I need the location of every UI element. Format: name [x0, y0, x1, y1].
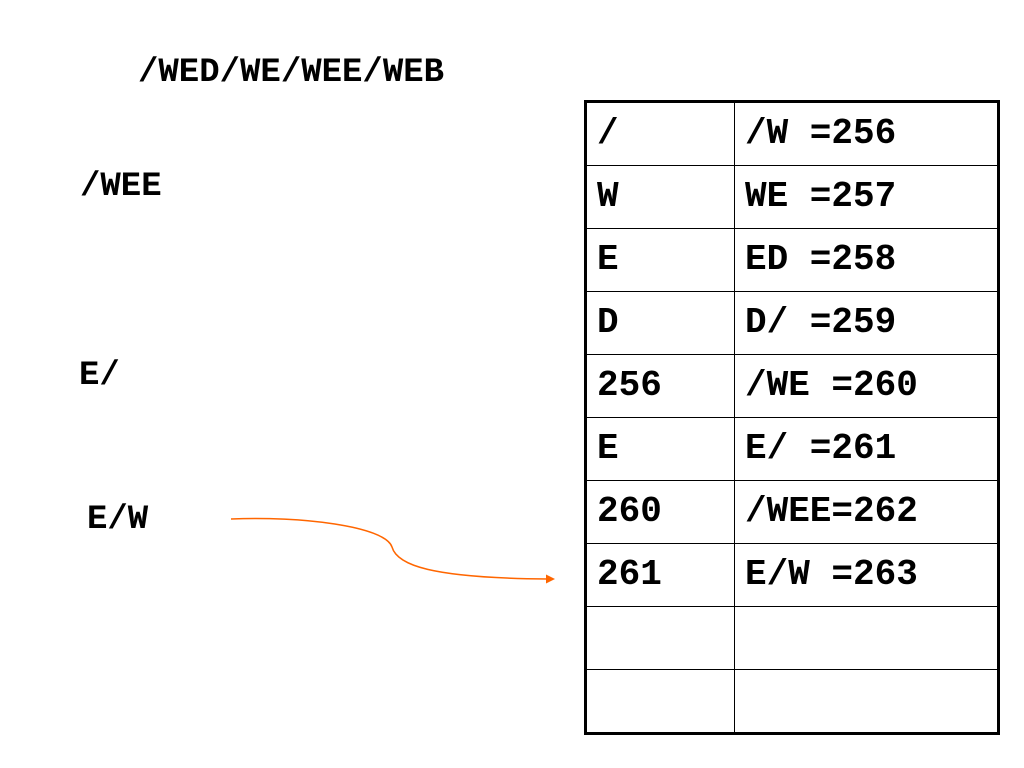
- dictionary-entry-cell: D/ =259: [734, 291, 999, 355]
- table-row: 260 /WEE=262: [585, 480, 999, 544]
- dictionary-entry-cell: E/W =263: [734, 543, 999, 607]
- output-cell: 256: [585, 354, 735, 418]
- current-string-step-2: E/: [79, 357, 120, 395]
- output-cell: [585, 669, 735, 734]
- table-row: / /W =256: [585, 101, 999, 166]
- dictionary-entry-cell: [734, 606, 999, 670]
- arrow-head-icon: [546, 574, 555, 584]
- dictionary-entry-cell: /WEE=262: [734, 480, 999, 544]
- dictionary-table: / /W =256 W WE =257 E ED =258 D D/ =259 …: [584, 100, 1000, 735]
- table-row: W WE =257: [585, 165, 999, 229]
- current-string-step-1: /WEE: [80, 168, 162, 206]
- dictionary-entry-cell: /WE =260: [734, 354, 999, 418]
- current-string-step-3: E/W: [87, 501, 149, 539]
- table-row: 261 E/W =263: [585, 543, 999, 607]
- table-row: [585, 606, 999, 670]
- dictionary-entry-cell: /W =256: [734, 101, 999, 166]
- output-cell: 260: [585, 480, 735, 544]
- dictionary-entry-cell: WE =257: [734, 165, 999, 229]
- table-row: 256 /WE =260: [585, 354, 999, 418]
- arrow-curve: [230, 517, 549, 580]
- dictionary-entry-cell: ED =258: [734, 228, 999, 292]
- output-cell: D: [585, 291, 735, 355]
- input-string: /WED/WE/WEE/WEB: [138, 54, 445, 92]
- output-cell: 261: [585, 543, 735, 607]
- table-row: [585, 669, 999, 734]
- table-row: D D/ =259: [585, 291, 999, 355]
- output-cell: E: [585, 417, 735, 481]
- dictionary-entry-cell: [734, 669, 999, 734]
